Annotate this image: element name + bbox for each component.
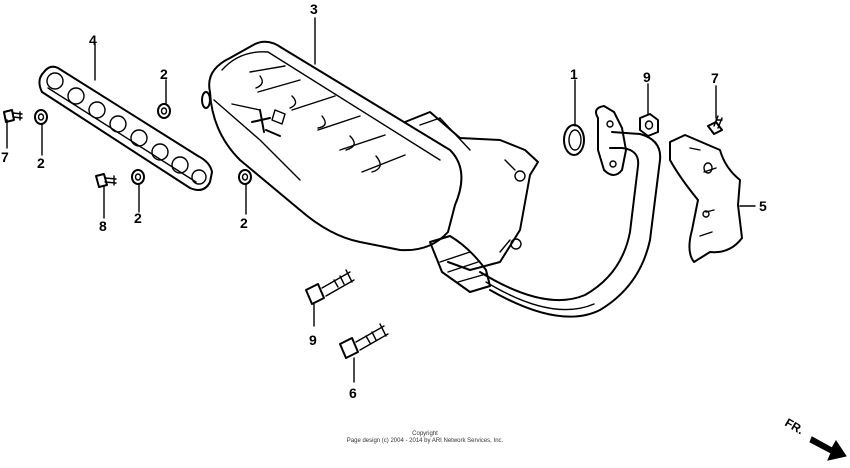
bolt-6 <box>707 115 723 135</box>
callout-7b: 8 <box>99 218 107 234</box>
heat-shield-strip <box>38 65 213 191</box>
washer-2c <box>131 169 145 185</box>
muffler <box>201 40 539 293</box>
callout-2b: 2 <box>37 155 45 171</box>
callout-3: 3 <box>310 1 318 17</box>
nut-8 <box>639 113 659 137</box>
long-bolt-9a <box>305 269 355 305</box>
washer-2d <box>238 169 252 185</box>
callout-2c: 2 <box>134 210 142 226</box>
leader-lines <box>6 17 756 383</box>
copyright-title: Copyright <box>412 431 438 437</box>
washer-2b <box>157 103 171 119</box>
callout-9a: 9 <box>309 332 317 348</box>
pipe-protector <box>669 134 743 263</box>
copyright-notice: Page design (c) 2004 - 2014 by ARI Netwo… <box>346 438 504 444</box>
small-bolt-7a <box>3 109 23 123</box>
callout-2d: 2 <box>240 215 248 231</box>
callout-9b: 6 <box>349 385 357 401</box>
callout-6: 7 <box>711 70 719 86</box>
long-bolt-9b <box>339 323 389 359</box>
callout-2a: 2 <box>160 66 168 82</box>
callout-4: 4 <box>89 32 97 48</box>
gasket <box>563 124 585 156</box>
callout-1: 1 <box>570 66 578 82</box>
callout-8: 9 <box>643 69 651 85</box>
small-bolt-7b <box>95 173 117 188</box>
callout-7a: 7 <box>1 149 9 165</box>
callout-5: 5 <box>759 198 767 214</box>
exhaust-pipe <box>479 105 662 318</box>
arrow-right-icon <box>809 436 847 461</box>
washer-2a <box>34 109 48 125</box>
